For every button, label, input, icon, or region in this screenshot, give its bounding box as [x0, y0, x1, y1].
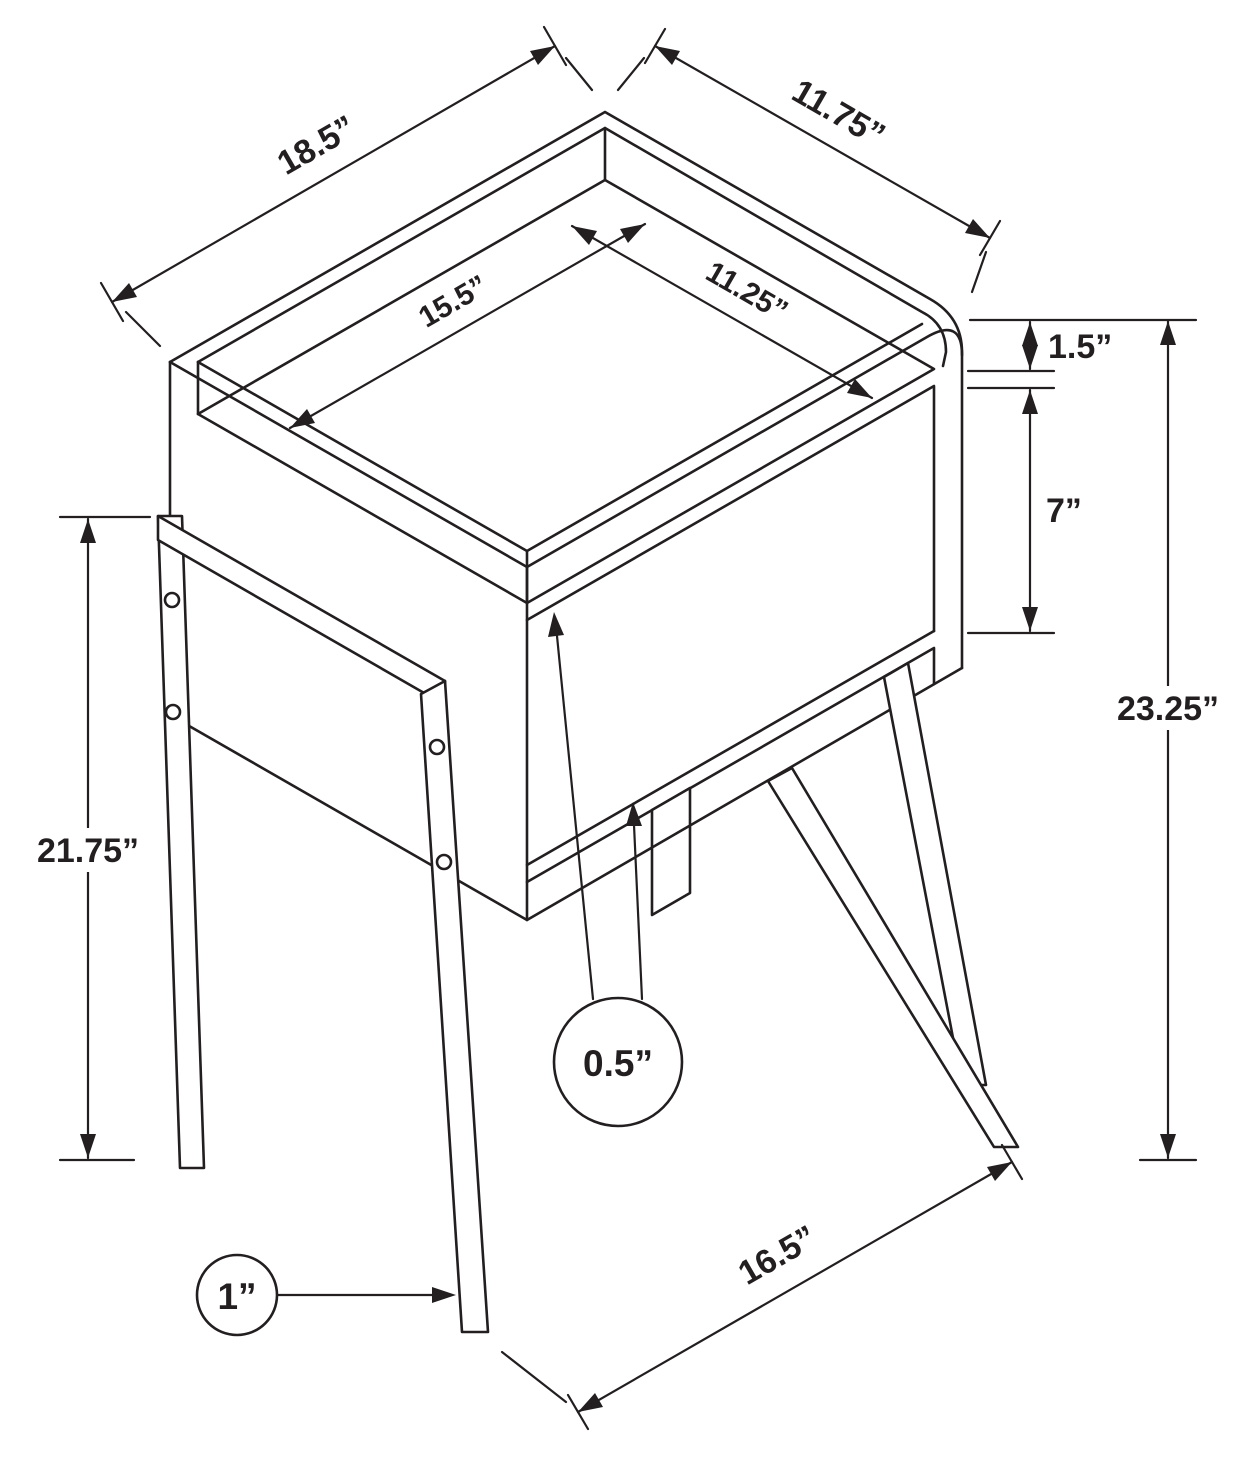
dimension-tray-wall-height: 1.5” [966, 318, 1198, 373]
screw-icon [164, 703, 182, 721]
table-body [168, 110, 964, 922]
callout-leg-width: 1” [195, 1253, 456, 1337]
dim-label-leg-footprint: 16.5” [732, 1218, 823, 1293]
dim-label-leg-height: 21.75” [37, 832, 139, 870]
dim-label-tray-wall-height: 1.5” [1048, 328, 1112, 366]
front-right-leg [766, 766, 1020, 1149]
tray-floor [196, 178, 936, 605]
back-leg-block [650, 786, 692, 917]
rear-left-leg [156, 514, 206, 1170]
dim-label-panel-thickness: 0.5” [583, 1043, 653, 1084]
screw-icon [428, 738, 446, 756]
callout-circle [552, 996, 684, 1128]
dim-label-shelf-opening-height: 7” [1046, 492, 1082, 530]
dim-label-top-width: 18.5” [271, 108, 362, 183]
shelf-bottom-edge [525, 646, 936, 884]
right-legs [766, 661, 1020, 1149]
rear-right-leg [882, 661, 988, 1087]
screw-icon [435, 853, 453, 871]
shelf-top-edge [525, 629, 936, 867]
dim-label-top-depth: 11.75” [786, 72, 892, 155]
dimension-leg-height: 21.75” [26, 515, 152, 1162]
tabletop-slab-edge [525, 384, 936, 633]
front-left-leg [419, 679, 490, 1334]
callout-panel-thickness: 0.5” [548, 612, 684, 1128]
dim-label-leg-width: 1” [217, 1276, 256, 1317]
screw-icon [163, 591, 181, 609]
dimension-overall-height: 23.25” [1104, 319, 1232, 1162]
dimension-shelf-opening-height: 7” [966, 386, 1082, 635]
dim-label-overall-height: 23.25” [1117, 690, 1219, 728]
dimension-leg-footprint: 16.5” [500, 1143, 1024, 1431]
body-silhouette [170, 112, 962, 920]
shelf-lines [525, 629, 936, 884]
callout-circle [195, 1253, 279, 1337]
tray-inner-rim-back [196, 126, 948, 368]
rim-outer-front-edges [168, 328, 964, 569]
left-leg-frame [156, 514, 490, 1334]
